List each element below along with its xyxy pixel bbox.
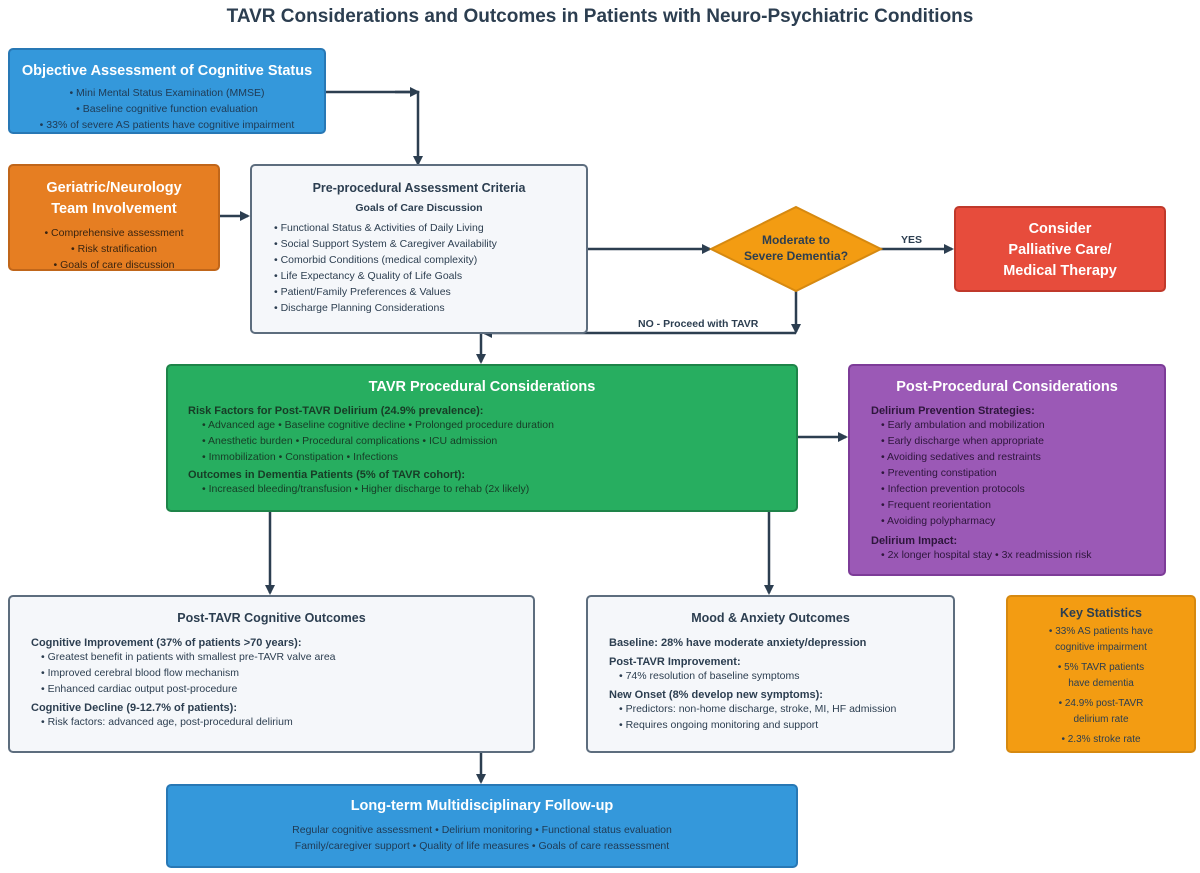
geriatric-item: • Comprehensive assessment — [44, 227, 184, 239]
palliative-care-box: Consider Palliative Care/ Medical Therap… — [954, 206, 1166, 292]
stat-line: • 24.9% post-TAVR — [1058, 698, 1144, 709]
post-prevention-item: • Infection prevention protocols — [881, 483, 1025, 495]
tavr-procedural-box: TAVR Procedural Considerations Risk Fact… — [166, 364, 798, 512]
cognitive-outcomes-box: Post-TAVR Cognitive Outcomes Cognitive I… — [8, 595, 535, 753]
objective-assessment-box: Objective Assessment of Cognitive Status… — [8, 48, 326, 134]
followup-box: Long-term Multidisciplinary Follow-up Re… — [166, 784, 798, 868]
tavr-risk-item: • Immobilization • Constipation • Infect… — [202, 451, 399, 463]
palliative-line: Medical Therapy — [1003, 263, 1117, 279]
geriatric-title-line: Team Involvement — [51, 201, 177, 217]
preproc-subtitle: Goals of Care Discussion — [355, 202, 483, 214]
preproc-item: • Comorbid Conditions (medical complexit… — [274, 254, 478, 266]
palliative-line: Consider — [1028, 221, 1092, 237]
tavr-outcome-title: Outcomes in Dementia Patients (5% of TAV… — [188, 469, 466, 481]
objective-title: Objective Assessment of Cognitive Status — [21, 63, 313, 79]
post-procedural-box: Post-Procedural Considerations Delirium … — [848, 364, 1166, 576]
mood-title: Mood & Anxiety Outcomes — [691, 611, 850, 625]
preproc-item: • Patient/Family Preferences & Values — [274, 286, 451, 298]
mood-improvement-title: Post-TAVR Improvement: — [609, 656, 741, 668]
post-prevention-item: • Frequent reorientation — [881, 499, 991, 511]
cognitive-decline-title: Cognitive Decline (9-12.7% of patients): — [31, 702, 237, 714]
post-title: Post-Procedural Considerations — [896, 379, 1118, 395]
stat-line: cognitive impairment — [1055, 642, 1147, 653]
preproc-item: • Life Expectancy & Quality of Life Goal… — [274, 270, 463, 282]
geriatric-team-box: Geriatric/Neurology Team Involvement • C… — [8, 164, 220, 271]
mood-onset-item: • Predictors: non-home discharge, stroke… — [619, 703, 897, 715]
tavr-title: TAVR Procedural Considerations — [368, 379, 596, 395]
preprocedural-assessment-box: Pre-procedural Assessment Criteria Goals… — [250, 164, 588, 334]
post-prevention-item: • Avoiding polypharmacy — [881, 515, 996, 527]
tavr-outcome-item: • Increased bleeding/transfusion • Highe… — [202, 483, 530, 495]
tavr-risk-title: Risk Factors for Post-TAVR Delirium (24.… — [188, 405, 484, 417]
preproc-item: • Social Support System & Caregiver Avai… — [274, 238, 497, 250]
mood-onset-item: • Requires ongoing monitoring and suppor… — [619, 719, 819, 731]
cognitive-improvement-item: • Greatest benefit in patients with smal… — [41, 651, 336, 663]
cognitive-decline-item: • Risk factors: advanced age, post-proce… — [41, 716, 293, 728]
tavr-risk-item: • Advanced age • Baseline cognitive decl… — [202, 419, 554, 431]
mood-baseline: Baseline: 28% have moderate anxiety/depr… — [609, 637, 867, 649]
preproc-item: • Discharge Planning Considerations — [274, 302, 445, 314]
mood-onset-title: New Onset (8% develop new symptoms): — [609, 689, 823, 701]
cognitive-improvement-title: Cognitive Improvement (37% of patients >… — [31, 637, 302, 649]
stat-item: • 33% AS patients have cognitive impairm… — [1008, 624, 1194, 656]
mood-improvement-item: • 74% resolution of baseline symptoms — [619, 670, 800, 682]
geriatric-item: • Goals of care discussion — [53, 259, 175, 271]
cognitive-improvement-item: • Improved cerebral blood flow mechanism — [41, 667, 240, 679]
diagram-title: TAVR Considerations and Outcomes in Pati… — [226, 6, 974, 27]
stat-line: • 33% AS patients have — [1048, 626, 1154, 637]
objective-item: • Mini Mental Status Examination (MMSE) — [69, 87, 265, 99]
cognitive-improvement-item: • Enhanced cardiac output post-procedure — [41, 683, 238, 695]
post-prevention-item: • Early ambulation and mobilization — [881, 419, 1045, 431]
stat-line: delirium rate — [1073, 714, 1129, 725]
stat-item: • 2.3% stroke rate — [1008, 732, 1194, 748]
palliative-line: Palliative Care/ — [1008, 242, 1112, 258]
geriatric-title-line: Geriatric/Neurology — [46, 180, 182, 196]
preproc-title: Pre-procedural Assessment Criteria — [312, 181, 526, 195]
stat-line: have dementia — [1068, 678, 1134, 689]
preproc-item: • Functional Status & Activities of Dail… — [274, 222, 484, 234]
arrow-objective-to-preproc — [325, 90, 423, 166]
objective-item: • Baseline cognitive function evaluation — [76, 103, 258, 115]
post-prevention-title: Delirium Prevention Strategies: — [871, 405, 1035, 417]
key-statistics-box: Key Statistics • 33% AS patients have co… — [1006, 595, 1196, 753]
geriatric-item: • Risk stratification — [71, 243, 157, 255]
followup-line: Regular cognitive assessment • Delirium … — [292, 824, 672, 836]
decision-label: Moderate to Severe Dementia? — [726, 232, 866, 264]
stat-item: • 5% TAVR patients have dementia — [1008, 660, 1194, 692]
no-label: NO - Proceed with TAVR — [638, 318, 759, 330]
decision-line: Moderate to — [761, 233, 830, 247]
post-prevention-item: • Preventing constipation — [881, 467, 997, 479]
decision-line: Severe Dementia? — [743, 249, 849, 263]
yes-label: YES — [901, 234, 923, 246]
objective-item: • 33% of severe AS patients have cogniti… — [39, 119, 295, 131]
mood-anxiety-box: Mood & Anxiety Outcomes Baseline: 28% ha… — [586, 595, 955, 753]
post-prevention-item: • Avoiding sedatives and restraints — [881, 451, 1041, 463]
stat-line: • 5% TAVR patients — [1057, 662, 1145, 673]
stat-item: • 24.9% post-TAVR delirium rate — [1008, 696, 1194, 728]
tavr-risk-item: • Anesthetic burden • Procedural complic… — [202, 435, 498, 447]
followup-title: Long-term Multidisciplinary Follow-up — [350, 798, 614, 814]
stat-line: • 2.3% stroke rate — [1061, 734, 1141, 745]
post-prevention-item: • Early discharge when appropriate — [881, 435, 1045, 447]
followup-line: Family/caregiver support • Quality of li… — [294, 840, 670, 852]
decision-diamond — [708, 205, 884, 293]
post-impact-item: • 2x longer hospital stay • 3x readmissi… — [881, 549, 1092, 561]
post-impact-title: Delirium Impact: — [871, 535, 958, 547]
cognitive-title: Post-TAVR Cognitive Outcomes — [177, 611, 366, 625]
stats-title: Key Statistics — [1060, 606, 1142, 620]
